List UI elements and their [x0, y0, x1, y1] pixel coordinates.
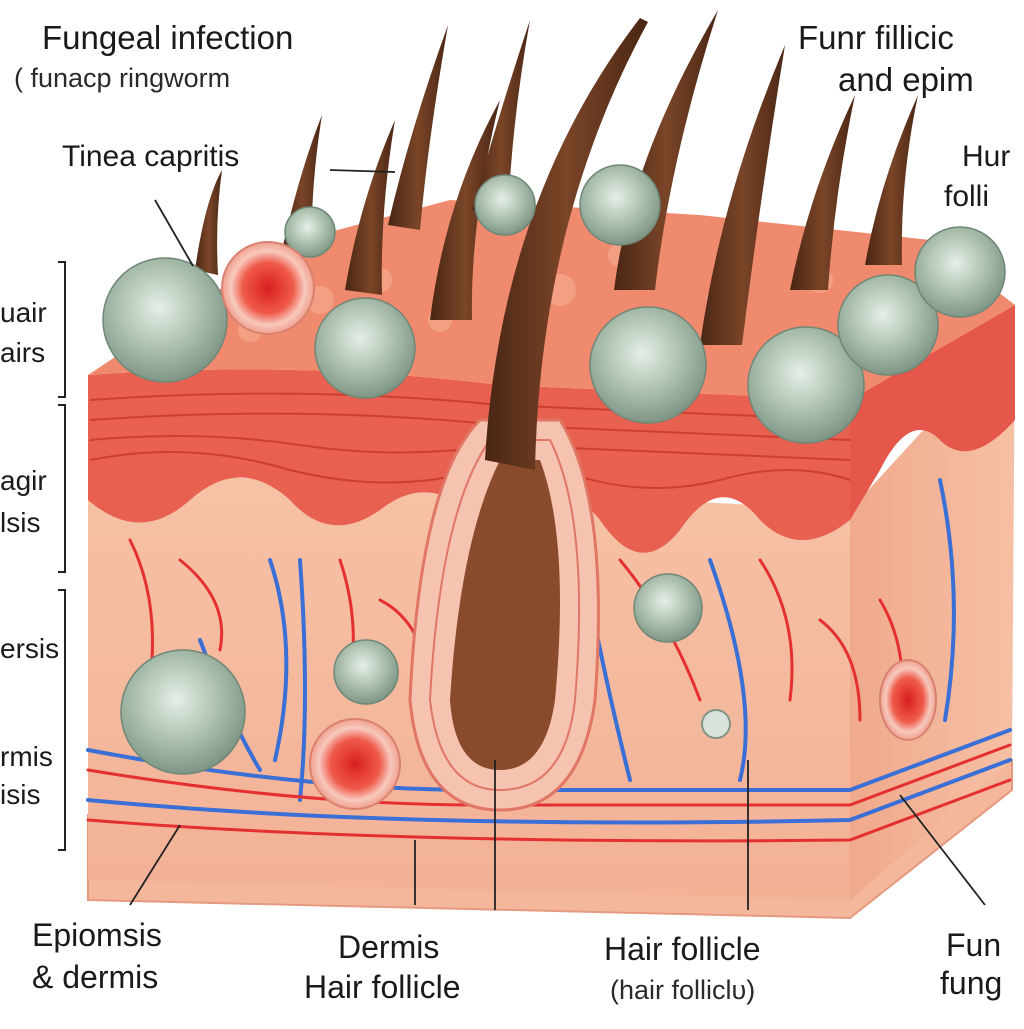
bottom-label-fungi-1: Fun	[946, 927, 1002, 963]
label-right-hair-1: Hur	[962, 140, 1011, 173]
fungal-colonies	[102, 164, 1006, 775]
side-label-4a: rmis	[0, 741, 53, 772]
label-tinea: Tinea capritis	[62, 140, 240, 173]
side-label-3: ersis	[0, 633, 60, 664]
bottom-label-fungi-2: fung	[940, 965, 1003, 1001]
side-label-4b: isis	[0, 779, 41, 810]
title-left: Fungeal infection	[42, 19, 294, 56]
side-label-2a: agir	[0, 465, 47, 496]
bottom-label-epidermis-2: & dermis	[32, 959, 159, 995]
layer-brackets	[58, 261, 66, 851]
ringworm-lesions	[221, 241, 937, 810]
hair-follicle	[408, 418, 600, 812]
title-right-line-1: Funr fillicic	[798, 19, 954, 56]
subtitle-left: ( funacp ringworm	[14, 63, 231, 93]
title-right-line-2: and epim	[838, 61, 974, 98]
bottom-label-follicle-1: Hair follicle	[604, 931, 761, 967]
epidermis-ridges	[89, 392, 851, 489]
bottom-label-epidermis-1: Epiomsis	[32, 917, 162, 953]
spore	[701, 709, 731, 739]
epidermis-side	[850, 305, 1015, 520]
bottom-label-follicle-2: (hair folliclυ)	[610, 975, 756, 1005]
label-right-hair-2: folli	[944, 180, 990, 213]
leader-lines	[129, 169, 986, 910]
bottom-label-dermis-1: Dermis	[338, 929, 440, 965]
arteries	[86, 538, 1012, 843]
side-label-1b: airs	[0, 337, 46, 368]
side-label-1a: uair	[0, 297, 47, 328]
main-hair-shaft	[485, 18, 648, 470]
side-label-2b: lsis	[0, 507, 41, 538]
bottom-label-dermis-2: Hair follicle	[304, 969, 461, 1005]
